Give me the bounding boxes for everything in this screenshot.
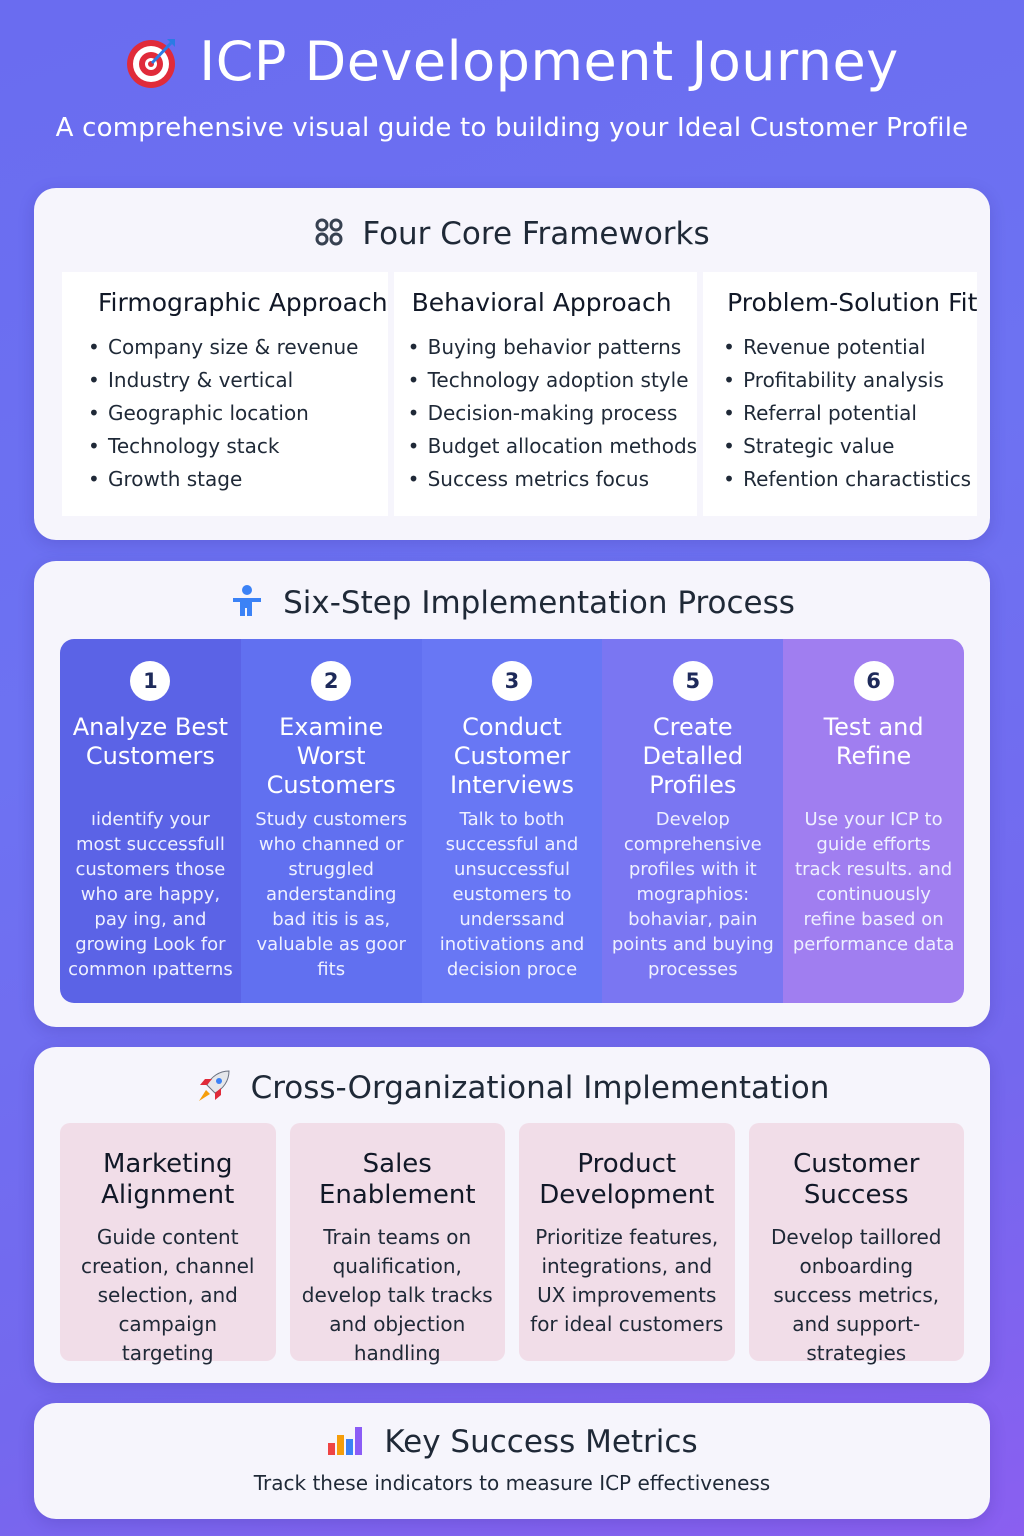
step-number: 1	[130, 661, 171, 701]
step-title: Examine Worst Customers	[266, 713, 396, 799]
page-subtitle: A comprehensive visual guide to building…	[55, 113, 969, 143]
framework-column-problem-solution: Problem-Solution Fit Revenue potential P…	[703, 272, 978, 516]
team-card-description: Train teams on qualification, develop ta…	[301, 1225, 493, 1365]
step-card: 3 Conduct Customer Interviews Talk to bo…	[421, 639, 603, 1003]
framework-column-behavioral: Behavioral Approach Buying behavior patt…	[393, 272, 698, 516]
list-item: Growth stage	[88, 463, 388, 496]
team-card-title: Marketing Alignment	[101, 1149, 235, 1210]
list-item: Industry & vertical	[88, 364, 388, 397]
header: ICP Development Journey A comprehensive …	[0, 30, 1024, 143]
team-card-description: Guide content creation, channel selectio…	[80, 1225, 255, 1365]
step-number: 6	[853, 661, 894, 701]
framework-column-firmographic: Firmographic Approach Company size & rev…	[62, 272, 388, 516]
list-item: Strategic value	[723, 430, 977, 463]
list-item: Geographic location	[88, 397, 388, 430]
list-item: Budget allocation methods	[408, 430, 697, 463]
step-title: Test and Refine	[823, 713, 924, 770]
metrics-card: Key Success Metrics Track these indicato…	[34, 1403, 990, 1519]
team-card-title: Customer Success	[793, 1149, 920, 1210]
framework-icon	[314, 217, 344, 251]
list-item: Company size & revenue	[88, 331, 388, 364]
step-number: 3	[491, 661, 532, 701]
step-description: ıidentify your most successfull customer…	[68, 809, 233, 980]
list-item: Technology stack	[88, 430, 388, 463]
step-card: 1 Analyze Best Customers ıidentify your …	[60, 639, 241, 1003]
framework-column-title: Firmographic Approach	[98, 288, 388, 317]
bar-chart-icon	[326, 1423, 366, 1461]
step-card: 2 Examine Worst Customers Study customer…	[240, 639, 422, 1003]
list-item: Revenue potential	[723, 331, 977, 364]
step-description: Use your ICP to guide efforts track resu…	[792, 809, 955, 955]
step-number: 2	[311, 661, 352, 701]
framework-column-title: Problem-Solution Fit	[727, 288, 978, 317]
metrics-subtitle: Track these indicators to measure ICP ef…	[253, 1471, 771, 1495]
metrics-title: Key Success Metrics	[384, 1424, 698, 1460]
team-card-description: Develop taillored onboarding success met…	[771, 1225, 942, 1365]
step-card: 6 Test and Refine Use your ICP to guide …	[783, 639, 964, 1003]
framework-column-title: Behavioral Approach	[411, 288, 672, 317]
cross-org-title: Cross-Organizational Implementation	[250, 1070, 830, 1106]
team-card-description: Prioritize features, integrations, and U…	[530, 1225, 724, 1336]
frameworks-title: Four Core Frameworks	[362, 216, 710, 252]
team-card-product: Product Development Prioritize features,…	[519, 1123, 735, 1361]
step-card: 5 Create Detalled Profiles Develop compr…	[602, 639, 784, 1003]
list-item: Refention charactistics	[723, 463, 977, 496]
list-item: Buying behavior patterns	[408, 331, 697, 364]
step-title: Analyze Best Customers	[72, 713, 229, 770]
team-card-marketing: Marketing Alignment Guide content creati…	[60, 1123, 276, 1365]
team-card-sales: Sales Enablement Train teams on qualific…	[289, 1123, 505, 1365]
frameworks-card: Four Core Frameworks Firmographic Approa…	[34, 188, 990, 540]
cross-org-card: Cross-Organizational Implementation Mark…	[34, 1047, 990, 1383]
team-card-title: Sales Enablement	[318, 1149, 476, 1210]
rocket-icon	[195, 1067, 233, 1109]
list-item: Referral potential	[723, 397, 977, 430]
list-item: Profitability analysis	[723, 364, 977, 397]
page-title: ICP Development Journey	[199, 30, 899, 93]
steps-title: Six-Step Implementation Process	[283, 585, 795, 621]
list-item: Decision-making process	[408, 397, 697, 430]
list-item: Success metrics focus	[408, 463, 697, 496]
steps-row: 1 Analyze Best Customers ıidentify your …	[60, 639, 964, 1003]
step-description: Talk to both successful and unsuccessful…	[439, 809, 585, 980]
team-card-title: Product Development	[539, 1149, 715, 1210]
step-description: Develop comprehensive profiles with it m…	[611, 809, 774, 980]
team-card-customer-success: Customer Success Develop taillored onboa…	[748, 1123, 964, 1365]
step-number: 5	[672, 661, 713, 701]
steps-card: Six-Step Implementation Process 1 Analyz…	[34, 561, 990, 1027]
person-icon	[229, 583, 265, 623]
target-icon	[125, 35, 179, 89]
step-description: Study customers who channed or struggled…	[255, 809, 408, 980]
step-title: Create Detalled Profiles	[642, 713, 744, 799]
list-item: Technology adoption style	[408, 364, 697, 397]
step-title: Conduct Customer Interviews	[449, 713, 575, 799]
